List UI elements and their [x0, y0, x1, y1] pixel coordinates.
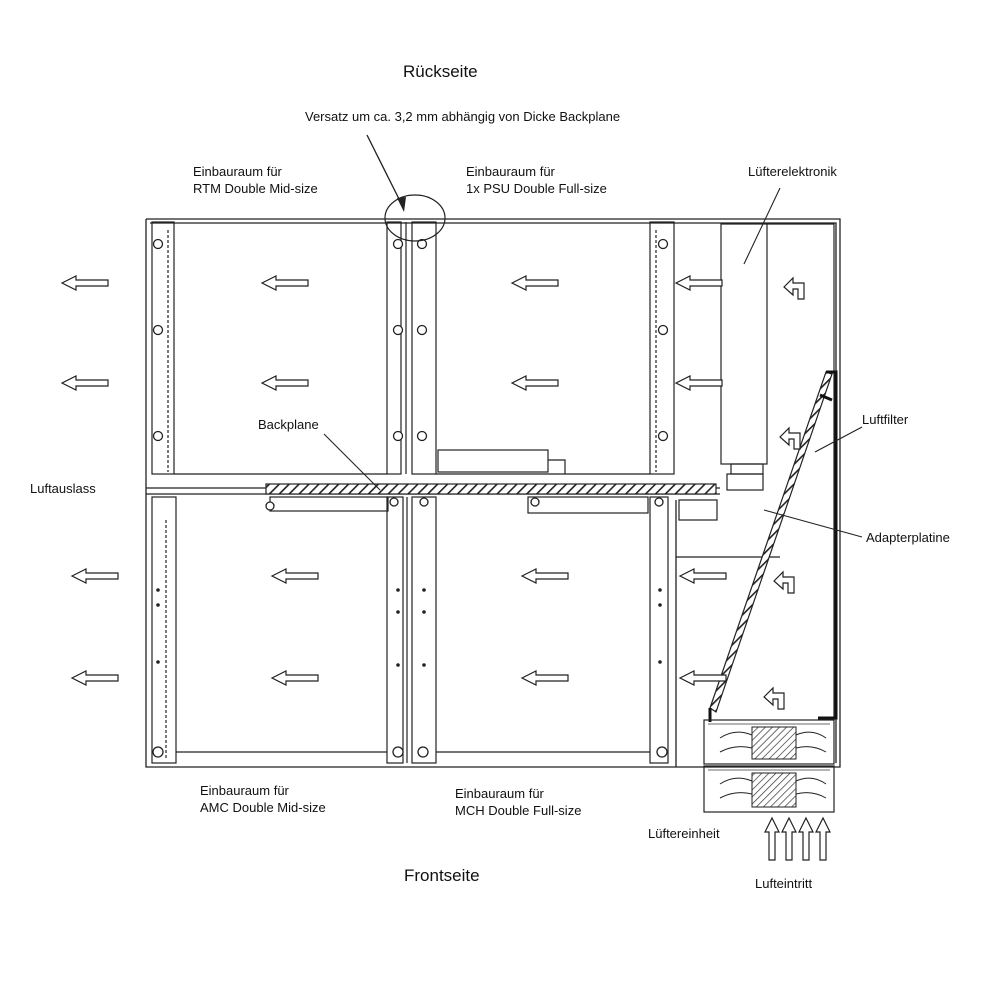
- left-arrow-icon: [70, 568, 119, 584]
- psu-label-line2: 1x PSU Double Full-size: [466, 181, 607, 196]
- up-arrow-icon: [764, 816, 780, 861]
- left-arrow-icon: [270, 670, 319, 686]
- upper-slots: [151, 221, 675, 475]
- left-arrow-icon: [678, 568, 727, 584]
- left-arrow-icon: [520, 568, 569, 584]
- left-arrow-icon: [674, 275, 723, 291]
- adapter-board-label: Adapterplatine: [866, 530, 950, 545]
- psu-label-line1: Einbauraum für: [466, 164, 555, 179]
- left-arrow-icon: [70, 670, 119, 686]
- corner-up-arrow-icon: [773, 570, 795, 594]
- rtm-label-line1: Einbauraum für: [193, 164, 282, 179]
- leader-lines: [323, 187, 863, 538]
- air-inlet-label: Lufteintritt: [755, 876, 813, 891]
- air-outlet-label: Luftauslass: [30, 481, 96, 496]
- left-arrow-icon: [674, 375, 723, 391]
- backplane-bar: [265, 483, 717, 495]
- front-side-label: Frontseite: [404, 866, 480, 885]
- corner-up-arrow-icon: [779, 426, 801, 450]
- up-arrow-icon: [798, 816, 814, 861]
- up-arrow-icon: [781, 816, 797, 861]
- rtm-label-line2: RTM Double Mid-size: [193, 181, 318, 196]
- left-arrow-icon: [260, 375, 309, 391]
- lower-slot-screws: [152, 497, 668, 758]
- fan-electronics-module: [678, 223, 835, 720]
- amc-label-line1: Einbauraum für: [200, 783, 289, 798]
- left-arrow-icon: [678, 670, 727, 686]
- left-arrow-icon: [510, 275, 559, 291]
- upper-slot-screws: [152, 238, 669, 442]
- fan-icon: [719, 726, 827, 760]
- amc-label-line2: AMC Double Mid-size: [200, 800, 326, 815]
- mch-label-line2: MCH Double Full-size: [455, 803, 582, 818]
- offset-callout-arrowhead: [397, 197, 406, 212]
- left-arrow-icon: [260, 275, 309, 291]
- offset-callout-circle: [384, 194, 446, 242]
- rear-side-label: Rückseite: [403, 62, 478, 81]
- left-arrow-icon: [60, 275, 109, 291]
- corner-up-arrow-icon: [763, 686, 785, 710]
- air-filter-label: Luftfilter: [862, 412, 909, 427]
- air-filter: [708, 370, 838, 722]
- offset-note: Versatz um ca. 3,2 mm abhängig von Dicke…: [305, 109, 621, 124]
- lower-slots: [151, 496, 669, 764]
- fan-icon: [719, 772, 827, 808]
- fan-electronics-label: Lüfterelektronik: [748, 164, 837, 179]
- fan-unit-label: Lüftereinheit: [648, 826, 720, 841]
- mch-label-line1: Einbauraum für: [455, 786, 544, 801]
- up-arrow-icon: [815, 816, 831, 861]
- offset-callout-arrow: [366, 134, 403, 206]
- left-arrow-icon: [60, 375, 109, 391]
- backplane-label: Backplane: [258, 417, 319, 432]
- corner-up-arrow-icon: [783, 276, 805, 300]
- left-arrow-icon: [510, 375, 559, 391]
- left-arrow-icon: [270, 568, 319, 584]
- lower-slot-pins: [156, 588, 662, 667]
- left-arrow-icon: [520, 670, 569, 686]
- fan-unit: [703, 719, 835, 813]
